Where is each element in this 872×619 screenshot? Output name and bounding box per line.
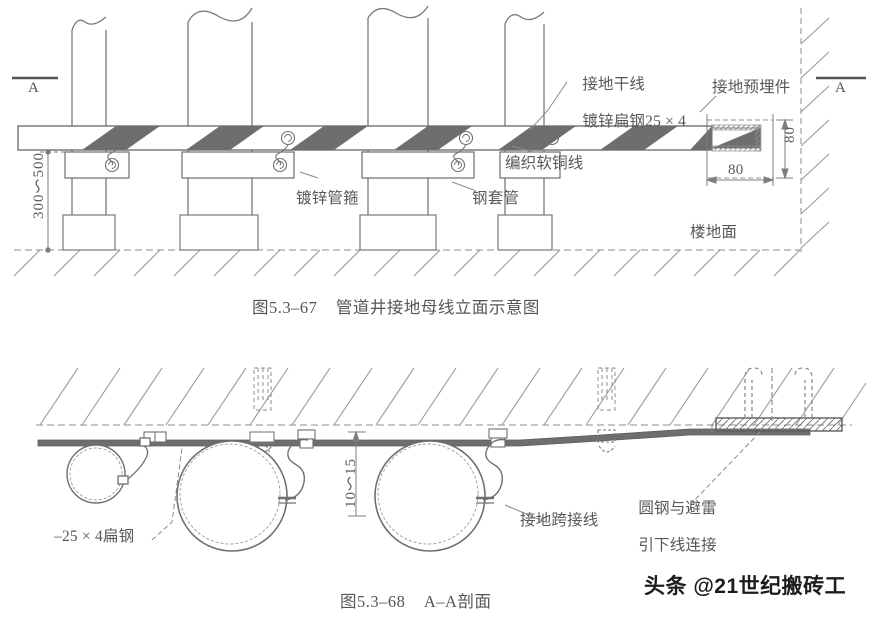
label-floor-surface: 楼地面: [690, 224, 738, 241]
dim-label-embed-height: 80: [782, 126, 798, 143]
top-figure-group: [12, 5, 866, 277]
pipe-clamp-2: [181, 151, 295, 179]
anchor-bolt-2: [597, 367, 616, 411]
riser-base-2: [179, 214, 259, 251]
braided-jumper-4: [544, 130, 560, 146]
label-flat-steel: –25 × 4扁钢: [54, 528, 135, 545]
anchor-bolt-1: [253, 367, 272, 411]
small-pipe-section: [66, 444, 126, 504]
riser-base-3: [359, 214, 437, 251]
braided-jumper-3: [450, 130, 474, 173]
bar-clip-1: [143, 431, 167, 443]
riser-pipe-2: [187, 7, 253, 241]
bottom-figure-group: [36, 367, 867, 552]
label-grounding-main-line: 接地干线 镀锌扁钢25 × 4: [566, 58, 686, 149]
label-pipe-clamp: 镀锌管箍: [296, 190, 359, 207]
dim-height-range: [40, 149, 66, 253]
dim-label-height-range: 300～500: [31, 152, 47, 219]
right-wall: [800, 8, 830, 252]
braided-jumper-2: [272, 130, 296, 173]
figure-bottom-caption: 图5.3–68 A–A剖面: [340, 592, 492, 611]
pipe-clamp-3: [361, 151, 475, 179]
section-marker-label-left: A: [28, 80, 39, 96]
label-round-bar-connection-line2: 引下线连接: [638, 536, 717, 554]
anchor-bolt-2-head: [597, 429, 616, 453]
ceiling-hatching: [36, 367, 867, 426]
dim-label-embed-width: 80: [728, 162, 744, 178]
dim-embed-width: [705, 114, 775, 186]
small-pipe-jumper: [117, 437, 151, 485]
label-braided-copper-wire: 编织软铜线: [505, 155, 584, 172]
large-pipe-2-jumper: [476, 438, 507, 504]
support-plate: [715, 417, 843, 432]
leader-lines-top: [299, 81, 717, 191]
floor-hatching: [13, 249, 801, 277]
bar-clip-2: [297, 429, 316, 449]
section-marker-label-right: A: [835, 80, 846, 96]
label-bonding-jumper: 接地跨接线: [520, 512, 599, 529]
label-round-bar-connection: 圆钢与避雷 引下线连接: [622, 482, 717, 573]
riser-base-4: [497, 214, 553, 251]
watermark-text: 头条 @21世纪搬砖工: [644, 575, 847, 598]
dim-embed-height: [776, 118, 793, 180]
large-pipe-1-jumper: [278, 438, 309, 504]
bar-clip-3: [488, 428, 508, 448]
pipe-clamp-1: [64, 151, 130, 179]
c-channel-bracket-left: [744, 367, 763, 418]
dim-gap-range: [348, 430, 366, 517]
label-grounding-main-line-line1: 接地干线: [582, 76, 646, 94]
riser-base-1: [62, 214, 116, 251]
label-embedded-part: 接地预埋件: [712, 79, 791, 96]
large-pipe-1: [176, 440, 288, 552]
riser-pipe-3: [367, 5, 429, 241]
label-steel-sleeve: 钢套管: [472, 190, 520, 207]
label-grounding-main-line-line2: 镀锌扁钢25 × 4: [582, 112, 687, 130]
braided-jumper-1: [104, 130, 128, 173]
pipe-clamp-4: [499, 151, 561, 179]
dim-label-gap-range: 10～15: [343, 458, 359, 508]
large-pipe-2: [374, 440, 486, 552]
busbar-embed-tail: [711, 127, 761, 149]
figure-top-caption: 图5.3–67 管道井接地母线立面示意图: [252, 298, 540, 317]
leader-lines-bottom: [151, 431, 761, 541]
c-channel-bracket-right: [794, 367, 813, 418]
label-round-bar-connection-line1: 圆钢与避雷: [638, 500, 717, 518]
